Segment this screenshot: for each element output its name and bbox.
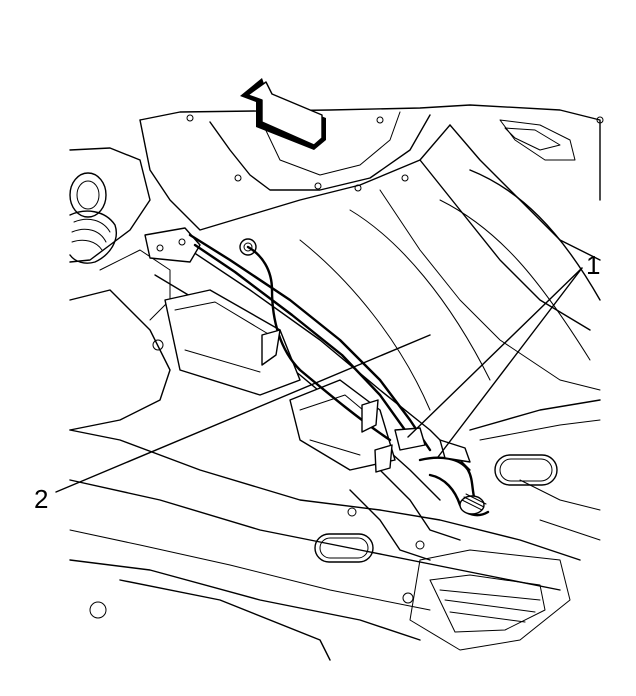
callout-label-2: 2: [34, 484, 48, 514]
callout-leaders: [55, 267, 583, 493]
front-direction-arrow-icon: [240, 78, 326, 150]
underbody-floor-pan: [139, 104, 604, 411]
callout-label-1: 1: [586, 250, 600, 280]
sensor-wiring-harness: [144, 227, 490, 517]
lower-body-structure: [69, 399, 601, 661]
transmission-housing: [69, 147, 171, 431]
